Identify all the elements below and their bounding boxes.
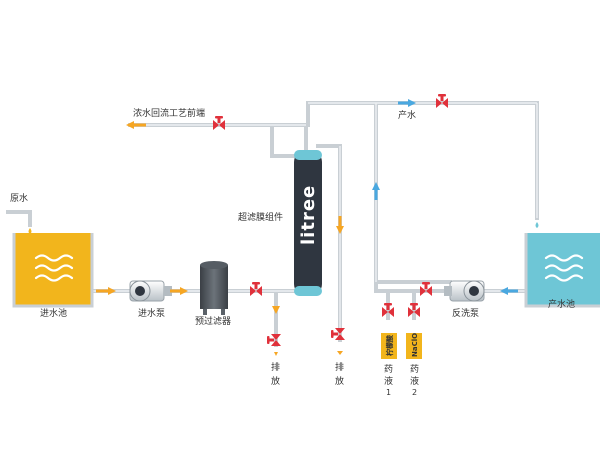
feed-tank <box>12 228 94 308</box>
concentrate-label: 浓水回流工艺前端 <box>133 107 205 119</box>
chemical-tank-1: 柠檬酸 <box>381 333 397 359</box>
drain2-valve-icon[interactable] <box>331 328 345 340</box>
backwash-pump-label: 反洗泵 <box>452 307 479 319</box>
prefilter <box>200 261 228 315</box>
chemical-2-name: NaClO <box>411 333 419 357</box>
uf-membrane-module: litree <box>294 150 322 296</box>
prefilter-label: 预过滤器 <box>195 315 231 327</box>
svg-text:排: 排 <box>335 361 344 373</box>
svg-text:液: 液 <box>384 375 393 387</box>
water-drop-icon <box>28 228 32 234</box>
flow-arrow-icon <box>274 352 278 356</box>
drain1-valve-icon[interactable] <box>267 334 281 346</box>
feed-pump <box>129 280 172 302</box>
flow-arrow-icon <box>126 121 146 129</box>
uf-module-label: 超滤膜组件 <box>238 211 283 223</box>
svg-text:排: 排 <box>271 361 280 373</box>
svg-text:药: 药 <box>384 364 393 375</box>
svg-text:2: 2 <box>412 388 417 397</box>
product-water-label: 产水 <box>398 109 416 121</box>
svg-text:1: 1 <box>386 388 391 397</box>
feed-tank-label: 进水池 <box>40 307 67 319</box>
svg-text:放: 放 <box>335 375 344 387</box>
raw-water-label: 原水 <box>10 192 28 204</box>
feed-pump-label: 进水泵 <box>138 307 165 319</box>
flow-arrow-icon <box>337 351 343 355</box>
svg-text:放: 放 <box>271 375 280 387</box>
water-wave-icon <box>34 254 74 282</box>
flow-arrow-icons <box>96 99 518 356</box>
drain1-label: 排 放 <box>271 361 280 387</box>
product-valve-icon[interactable] <box>436 94 448 108</box>
flow-arrow-icon <box>500 287 518 295</box>
flow-arrow-icon <box>398 99 416 107</box>
chemical-1-name: 柠檬酸 <box>385 334 394 356</box>
chem1-label: 药 液 1 <box>384 364 393 397</box>
feed-valve-icon[interactable] <box>250 282 262 296</box>
concentrate-valve-icon[interactable] <box>213 116 225 130</box>
product-tank <box>524 222 600 308</box>
flow-arrow-icon <box>170 287 188 295</box>
water-drop-icon <box>535 222 539 228</box>
membrane-brand: litree <box>298 185 319 245</box>
flow-arrow-icon <box>96 287 116 295</box>
drain2-label: 排 放 <box>335 361 344 387</box>
svg-text:液: 液 <box>410 375 419 387</box>
water-wave-icon <box>544 254 584 282</box>
flow-arrow-icon <box>272 306 280 314</box>
flow-arrow-icon <box>372 182 380 200</box>
chem2-label: 药 液 2 <box>410 364 419 397</box>
svg-text:药: 药 <box>410 364 419 375</box>
backwash-pump <box>444 280 485 302</box>
flow-arrow-icon <box>336 216 344 234</box>
product-tank-label: 产水池 <box>548 298 575 310</box>
chemical-tank-2: NaClO <box>406 333 422 359</box>
backwash-valve-icon[interactable] <box>420 282 432 296</box>
